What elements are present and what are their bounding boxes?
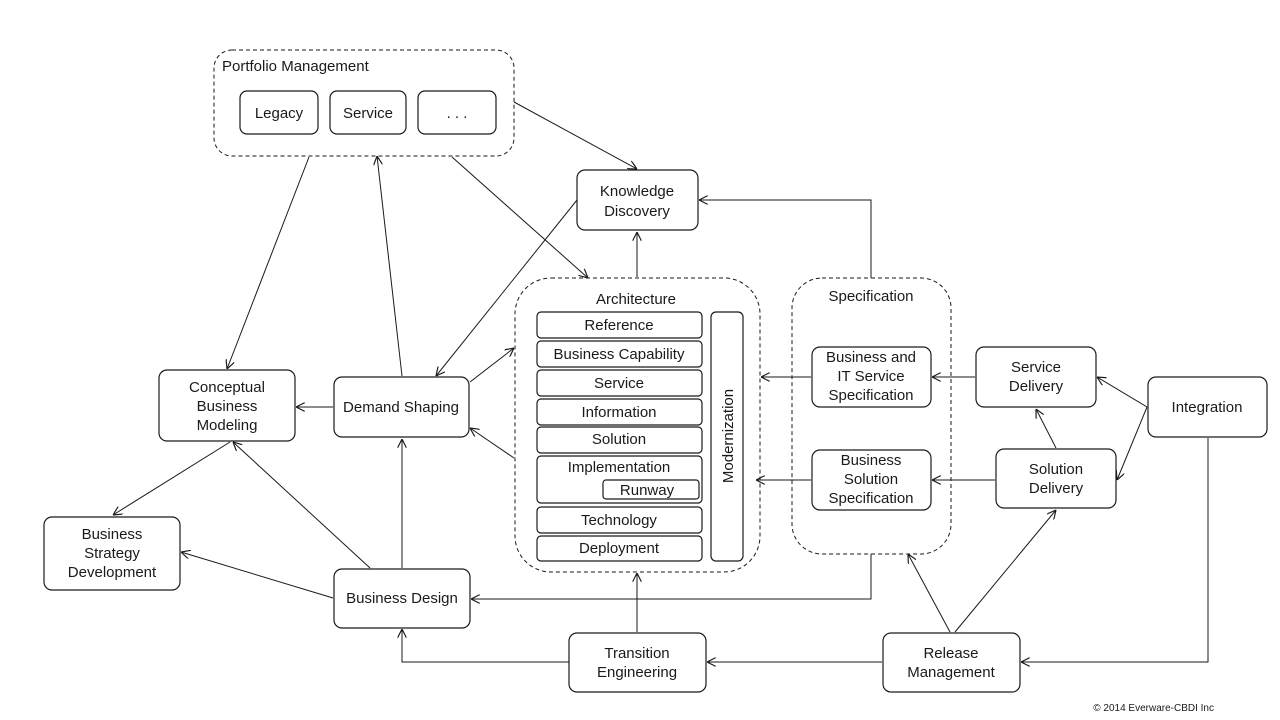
svg-text:Business and: Business and [826, 349, 916, 366]
edge-demand-to-portfolio [377, 156, 403, 377]
node-conceptual-business-modeling[interactable]: Conceptual Business Modeling [158, 369, 296, 442]
node-transition-engineering[interactable]: Transition Engineering [568, 632, 707, 693]
edge-integration-to-solution-delivery [1117, 406, 1148, 480]
specification-border [791, 277, 952, 555]
edge-knowledge-to-demand [436, 199, 578, 376]
node-knowledge-discovery[interactable]: Knowledge Discovery [576, 169, 699, 231]
edge-portfolio-to-architecture [451, 156, 588, 278]
architecture-item-technology[interactable]: Technology [536, 506, 703, 534]
node-release-management[interactable]: Release Management [882, 632, 1021, 693]
edge-portfolio-to-knowledge [513, 101, 637, 169]
specification-group: Specification [791, 277, 952, 555]
edge-specification-to-design [471, 554, 872, 599]
svg-text:Reference: Reference [584, 317, 653, 334]
svg-text:Deployment: Deployment [579, 540, 660, 557]
edge-design-to-strategy [181, 552, 334, 599]
svg-text:Specification: Specification [828, 387, 913, 404]
svg-text:Business Capability: Business Capability [554, 346, 685, 363]
svg-text:Information: Information [581, 404, 656, 421]
architecture-group: Architecture Reference Business Capabili… [514, 277, 761, 573]
edge-release-to-specification [908, 554, 951, 633]
svg-text:Legacy: Legacy [255, 105, 304, 122]
portfolio-item-more[interactable]: . . . [417, 90, 497, 135]
portfolio-management-title: Portfolio Management [222, 58, 370, 75]
portfolio-item-service[interactable]: Service [329, 90, 407, 135]
svg-text:Runway: Runway [620, 482, 675, 499]
svg-text:Implementation: Implementation [568, 459, 671, 476]
portfolio-item-legacy[interactable]: Legacy [239, 90, 319, 135]
node-business-solution-specification[interactable]: Business Solution Specification [811, 449, 932, 511]
svg-text:Business Design: Business Design [346, 590, 458, 607]
node-business-design[interactable]: Business Design [333, 568, 471, 629]
svg-text:Strategy: Strategy [84, 545, 140, 562]
architecture-item-solution[interactable]: Solution [536, 426, 703, 454]
node-business-it-service-specification[interactable]: Business and IT Service Specification [811, 346, 932, 408]
svg-text:Development: Development [68, 564, 157, 581]
svg-text:Delivery: Delivery [1009, 378, 1064, 395]
svg-text:Business: Business [197, 398, 258, 415]
node-business-strategy-development[interactable]: Business Strategy Development [43, 516, 181, 591]
edges [113, 101, 1209, 663]
svg-text:Management: Management [907, 664, 995, 681]
svg-text:. . .: . . . [447, 105, 468, 122]
architecture-item-information[interactable]: Information [536, 398, 703, 426]
portfolio-management-border [213, 49, 515, 157]
edge-architecture-to-demand [470, 428, 515, 459]
node-integration[interactable]: Integration [1147, 376, 1268, 438]
svg-text:Service: Service [343, 105, 393, 122]
svg-text:Business: Business [841, 452, 902, 469]
svg-text:Specification: Specification [828, 490, 913, 507]
architecture-title: Architecture [596, 291, 676, 308]
architecture-item-service[interactable]: Service [536, 369, 703, 397]
edge-integration-to-release [1021, 438, 1209, 662]
architecture-item-business-capability[interactable]: Business Capability [536, 340, 703, 368]
architecture-item-deployment[interactable]: Deployment [536, 535, 703, 562]
architecture-item-runway[interactable]: Runway [602, 479, 700, 500]
svg-text:Release: Release [923, 645, 978, 662]
svg-text:Modernization: Modernization [720, 389, 737, 483]
architecture-item-reference[interactable]: Reference [536, 311, 703, 339]
node-demand-shaping[interactable]: Demand Shaping [333, 376, 470, 438]
svg-text:Demand Shaping: Demand Shaping [343, 399, 459, 416]
node-service-delivery[interactable]: Service Delivery [975, 346, 1097, 408]
portfolio-management-group: Portfolio Management Legacy Service . . … [213, 49, 515, 157]
edge-solution-to-service-delivery [1036, 409, 1057, 449]
svg-text:Solution: Solution [1029, 461, 1083, 478]
svg-text:Solution: Solution [592, 431, 646, 448]
edge-integration-to-service-delivery [1097, 377, 1148, 408]
copyright-notice: © 2014 Everware-CBDI Inc [1093, 703, 1214, 714]
svg-text:Business: Business [82, 526, 143, 543]
svg-text:Integration: Integration [1172, 399, 1243, 416]
edge-conceptual-to-strategy [113, 441, 231, 515]
svg-text:Modeling: Modeling [197, 417, 258, 434]
edge-specification-to-knowledge [699, 200, 872, 278]
svg-text:Conceptual: Conceptual [189, 379, 265, 396]
node-solution-delivery[interactable]: Solution Delivery [995, 448, 1117, 509]
svg-text:Solution: Solution [844, 471, 898, 488]
edge-portfolio-to-conceptual [227, 156, 310, 369]
svg-text:IT Service: IT Service [837, 368, 904, 385]
svg-text:Delivery: Delivery [1029, 480, 1084, 497]
architecture-item-modernization[interactable]: Modernization [710, 311, 744, 562]
architecture-item-implementation[interactable]: Implementation Runway [536, 455, 703, 504]
edge-design-to-conceptual [233, 442, 371, 569]
specification-title: Specification [828, 288, 913, 305]
svg-text:Engineering: Engineering [597, 664, 677, 681]
edge-demand-to-architecture [469, 348, 514, 383]
svg-text:Knowledge: Knowledge [600, 183, 674, 200]
svg-text:Transition: Transition [604, 645, 669, 662]
svg-text:Service: Service [1011, 359, 1061, 376]
svg-text:Discovery: Discovery [604, 203, 670, 220]
svg-text:Service: Service [594, 375, 644, 392]
edge-release-to-solution-delivery [954, 510, 1056, 633]
edge-transition-to-design [402, 629, 569, 663]
architecture-border [514, 277, 761, 573]
svg-text:Technology: Technology [581, 512, 657, 529]
